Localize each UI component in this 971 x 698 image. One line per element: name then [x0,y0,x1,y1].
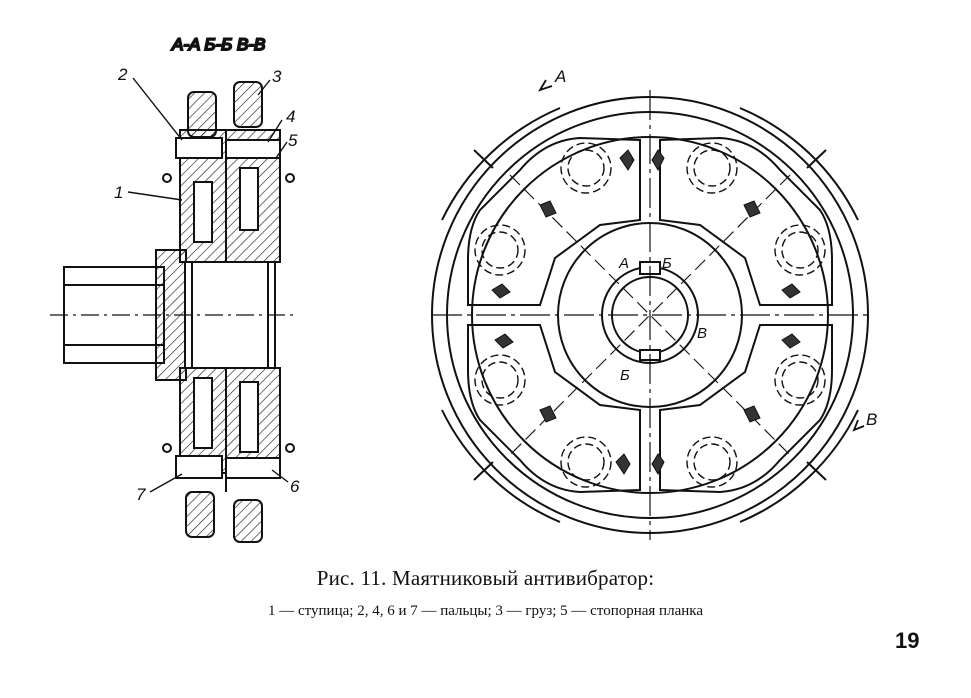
cut-label-a: А [618,255,629,272]
weight-bottom-1 [185,491,215,538]
pin-4 [225,139,281,159]
stopper-plate [743,405,761,423]
stopper-plate [619,149,635,171]
plate-bottom-left [467,324,641,494]
page-number: 19 [895,628,920,653]
label-part-5: 5 [288,131,298,150]
label-part-3: 3 [272,67,282,86]
weight-circle [560,436,612,488]
weight-circle [474,224,526,276]
plate-bottom-right [659,324,833,494]
stopper-plate [491,283,511,299]
pin-6 [225,457,281,479]
figure-caption-title: Рис. 11. Маятниковый антивибратор: [316,566,655,590]
stopper-plate [781,283,801,299]
stopper-plate [781,333,801,349]
stopper-plate [651,149,665,172]
weight-circle [686,436,738,488]
cut-label-b: Б [662,255,672,272]
stopper-plate [743,200,761,218]
arrow-label-a: А [554,67,566,86]
weight-circle [560,142,612,194]
figure-drawing: A-A Б-Б В-В [50,34,877,543]
section-labels: A-A Б-Б В-В [171,35,265,54]
weight-top-2 [233,81,263,128]
cut-arrow-a [537,79,553,92]
weight-circle [774,354,826,406]
stopper-plate [539,200,557,218]
label-part-4: 4 [286,107,295,126]
stopper-plate [539,405,557,423]
section-view: A-A Б-Б В-В [50,34,295,543]
weight-circle [474,354,526,406]
label-part-1: 1 [114,183,123,202]
weight-bottom-2 [233,499,263,543]
stopper-plate [615,453,631,475]
pin-7 [175,455,223,479]
cut-label-b-lower: Б [620,367,630,384]
pin-2 [175,137,223,159]
weight-circle [774,224,826,276]
label-part-6: 6 [290,477,300,496]
label-part-7: 7 [136,485,146,504]
plate-top-left [467,136,641,306]
figure-caption-legend: 1 — ступица; 2, 4, 6 и 7 — пальцы; 3 — г… [268,603,703,619]
label-part-2: 2 [117,65,128,84]
front-view [431,79,869,540]
arrow-label-v: В [866,410,877,429]
plate-top-right [659,136,833,306]
cut-label-v: В [697,325,707,342]
stopper-plate [651,453,665,476]
weight-circle [686,142,738,194]
weight-top-1 [187,91,217,138]
stopper-plate [494,333,514,349]
cut-arrow-v [852,419,865,432]
